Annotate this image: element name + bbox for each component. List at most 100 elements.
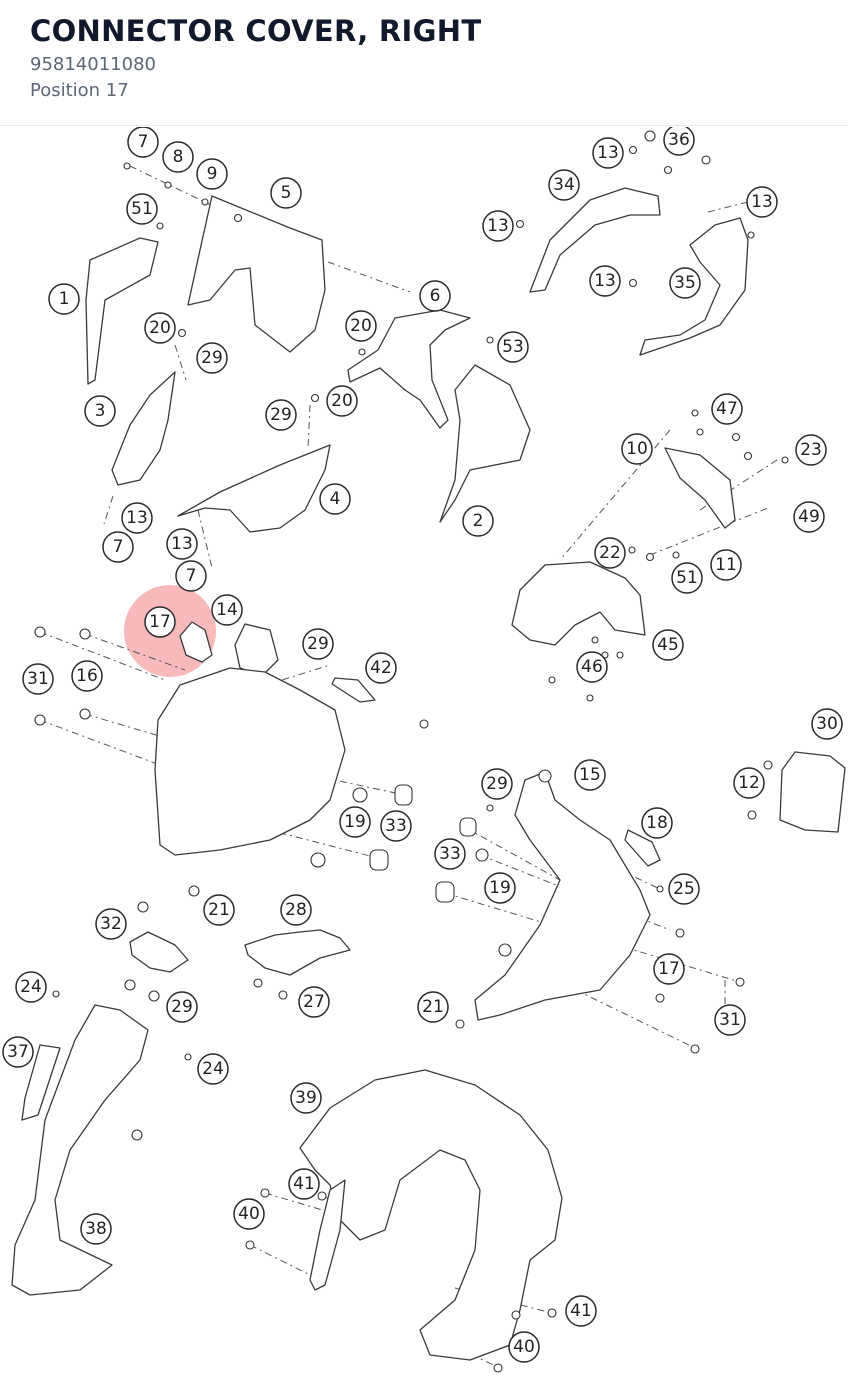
svg-text:19: 19 — [344, 812, 366, 832]
callout[interactable]: 51 — [671, 562, 703, 594]
callout[interactable]: 2 — [462, 505, 494, 537]
callout[interactable]: 9 — [196, 158, 228, 190]
svg-text:1: 1 — [59, 289, 70, 309]
callout[interactable]: 51 — [126, 193, 158, 225]
callout[interactable]: 13 — [482, 210, 514, 242]
callout[interactable]: 29 — [481, 768, 513, 800]
callout[interactable]: 13 — [166, 528, 198, 560]
diagram-svg: 7 8 9 5 51 1 20 29 3 29 20 20 6 53 4 2 1… — [2, 127, 846, 1373]
svg-text:45: 45 — [657, 635, 679, 655]
callout[interactable]: 13 — [746, 186, 778, 218]
callout-17[interactable]: 17 — [144, 606, 176, 638]
svg-text:17: 17 — [149, 612, 171, 632]
callout[interactable]: 25 — [668, 873, 700, 905]
callout[interactable]: 19 — [484, 872, 516, 904]
callout[interactable]: 29 — [166, 991, 198, 1023]
callout[interactable]: 4 — [319, 483, 351, 515]
callout[interactable]: 40 — [508, 1331, 540, 1363]
callout[interactable]: 14 — [211, 594, 243, 626]
exploded-parts-diagram: 7 8 9 5 51 1 20 29 3 29 20 20 6 53 4 2 1… — [0, 127, 848, 1390]
svg-text:13: 13 — [171, 534, 193, 554]
callout[interactable]: 33 — [434, 838, 466, 870]
callout[interactable]: 18 — [641, 807, 673, 839]
svg-text:23: 23 — [800, 440, 822, 460]
callout[interactable]: 28 — [280, 894, 312, 926]
callout[interactable]: 11 — [710, 549, 742, 581]
svg-text:22: 22 — [599, 543, 621, 563]
callout[interactable]: 12 — [733, 767, 765, 799]
svg-text:20: 20 — [350, 316, 372, 336]
callout[interactable]: 45 — [652, 629, 684, 661]
svg-text:11: 11 — [715, 555, 737, 575]
svg-text:3: 3 — [95, 401, 106, 421]
callout[interactable]: 21 — [417, 991, 449, 1023]
callout[interactable]: 37 — [2, 1036, 34, 1068]
svg-text:27: 27 — [303, 992, 325, 1012]
callout[interactable]: 40 — [233, 1198, 265, 1230]
callout[interactable]: 5 — [270, 177, 302, 209]
callout[interactable]: 7 — [127, 127, 159, 158]
part-number: 95814011080 — [30, 54, 156, 75]
callout[interactable]: 13 — [592, 137, 624, 169]
svg-text:25: 25 — [673, 879, 695, 899]
svg-text:7: 7 — [186, 566, 197, 586]
svg-text:2: 2 — [473, 511, 484, 531]
svg-text:37: 37 — [7, 1042, 29, 1062]
svg-text:29: 29 — [201, 348, 223, 368]
callout[interactable]: 34 — [548, 169, 580, 201]
callout[interactable]: 6 — [419, 280, 451, 312]
callout[interactable]: 30 — [811, 708, 843, 740]
callout[interactable]: 36 — [663, 127, 695, 156]
callout[interactable]: 20 — [144, 312, 176, 344]
callout[interactable]: 7 — [175, 560, 207, 592]
callout[interactable]: 13 — [589, 265, 621, 297]
callout[interactable]: 38 — [80, 1213, 112, 1245]
callout[interactable]: 13 — [121, 502, 153, 534]
callout[interactable]: 20 — [345, 310, 377, 342]
callout[interactable]: 15 — [574, 759, 606, 791]
callout[interactable]: 47 — [711, 393, 743, 425]
callout[interactable]: 3 — [84, 395, 116, 427]
callout[interactable]: 27 — [298, 986, 330, 1018]
callout[interactable]: 32 — [95, 908, 127, 940]
page-title: CONNECTOR COVER, RIGHT — [30, 14, 482, 48]
callout[interactable]: 7 — [102, 531, 134, 563]
svg-text:13: 13 — [597, 143, 619, 163]
callout[interactable]: 41 — [288, 1168, 320, 1200]
callout[interactable]: 29 — [302, 628, 334, 660]
callout[interactable]: 39 — [290, 1082, 322, 1114]
callout[interactable]: 41 — [565, 1295, 597, 1327]
callout[interactable]: 24 — [197, 1053, 229, 1085]
svg-text:21: 21 — [422, 997, 444, 1017]
callout[interactable]: 29 — [196, 342, 228, 374]
svg-text:40: 40 — [238, 1204, 260, 1224]
callout[interactable]: 22 — [594, 537, 626, 569]
svg-text:46: 46 — [581, 657, 603, 677]
svg-text:5: 5 — [281, 183, 292, 203]
svg-text:19: 19 — [489, 878, 511, 898]
callout[interactable]: 1 — [48, 283, 80, 315]
callout[interactable]: 53 — [497, 331, 529, 363]
callout[interactable]: 33 — [380, 810, 412, 842]
callout[interactable]: 8 — [162, 141, 194, 173]
callout[interactable]: 20 — [326, 385, 358, 417]
callout[interactable]: 21 — [203, 894, 235, 926]
callout[interactable]: 19 — [339, 806, 371, 838]
svg-text:18: 18 — [646, 813, 668, 833]
callout[interactable]: 24 — [15, 971, 47, 1003]
callout[interactable]: 42 — [365, 652, 397, 684]
callout[interactable]: 31 — [714, 1004, 746, 1036]
callout[interactable]: 23 — [795, 434, 827, 466]
svg-text:33: 33 — [439, 844, 461, 864]
svg-text:51: 51 — [676, 568, 698, 588]
svg-text:13: 13 — [751, 192, 773, 212]
callout[interactable]: 10 — [621, 433, 653, 465]
callout[interactable]: 46 — [576, 651, 608, 683]
callout[interactable]: 49 — [793, 501, 825, 533]
callout[interactable]: 16 — [71, 660, 103, 692]
callout[interactable]: 17 — [653, 953, 685, 985]
svg-text:29: 29 — [270, 405, 292, 425]
callout[interactable]: 29 — [265, 399, 297, 431]
callout[interactable]: 31 — [22, 663, 54, 695]
callout[interactable]: 35 — [669, 267, 701, 299]
